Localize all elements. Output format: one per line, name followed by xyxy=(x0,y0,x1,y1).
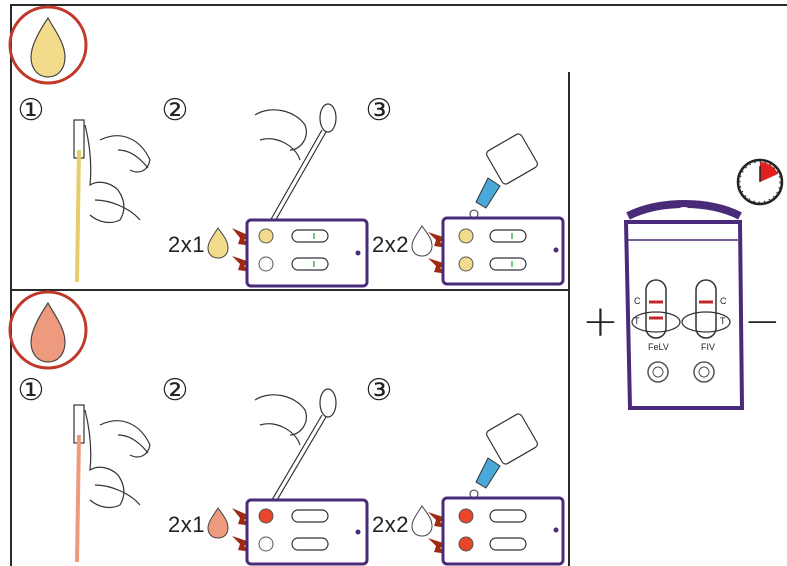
drop-icon xyxy=(207,507,229,539)
buffer-dose-label: 2x2 xyxy=(372,232,409,257)
dropper-bottle-icon xyxy=(469,413,538,499)
positive-sign: + xyxy=(582,296,619,347)
drop-icon xyxy=(411,505,433,537)
pipette-icon xyxy=(254,388,337,513)
right-test-label: T xyxy=(720,316,726,326)
step-1-label: ① xyxy=(17,94,45,127)
arrow-icon xyxy=(428,232,448,248)
arrow-icon xyxy=(232,228,252,246)
sample-dose-label: 2x1 xyxy=(168,232,205,257)
test-cassette-icon xyxy=(441,216,565,286)
panel-red-artwork xyxy=(8,290,565,566)
felv-label: FeLV xyxy=(648,342,669,352)
sample-circle xyxy=(8,290,88,370)
arrow-icon xyxy=(232,508,252,526)
arrow-icon xyxy=(232,256,252,272)
step-1-label: ① xyxy=(17,374,45,407)
sample-circle xyxy=(8,5,88,85)
step-2-label: ② xyxy=(161,374,189,407)
left-test-label: T xyxy=(634,316,640,326)
step-3-label: ③ xyxy=(365,94,393,127)
left-control-label: C xyxy=(634,296,641,306)
arrow-icon xyxy=(428,512,448,528)
sample-dose-label: 2x1 xyxy=(168,512,205,537)
top-border xyxy=(10,4,787,6)
arrow-icon xyxy=(428,258,448,274)
drop-icon xyxy=(30,16,66,78)
right-control-label: C xyxy=(720,296,727,306)
swab-icon xyxy=(75,149,81,283)
drop-icon xyxy=(411,225,433,257)
panel-yellow-artwork xyxy=(8,5,565,288)
drop-icon xyxy=(30,301,66,363)
panel-divider xyxy=(10,289,570,291)
negative-sign: − xyxy=(744,296,781,347)
arrow-icon xyxy=(428,538,448,554)
test-cassette-icon xyxy=(441,496,565,566)
test-cassette-icon xyxy=(623,200,745,410)
left-border xyxy=(10,4,12,566)
buffer-dose-label: 2x2 xyxy=(372,512,409,537)
hand-icon xyxy=(84,124,151,224)
hand-icon xyxy=(84,409,151,509)
test-cassette-icon xyxy=(245,218,369,288)
result-artwork xyxy=(623,158,784,410)
result-divider xyxy=(568,72,570,566)
swab-icon xyxy=(75,434,81,563)
arrow-icon xyxy=(232,536,252,552)
fiv-label: FIV xyxy=(701,342,716,352)
step-3-label: ③ xyxy=(365,374,393,407)
step-2-label: ② xyxy=(161,94,189,127)
dropper-bottle-icon xyxy=(469,133,538,219)
pipette-icon xyxy=(254,103,337,231)
drop-icon xyxy=(207,227,229,259)
test-cassette-icon xyxy=(245,498,369,566)
timer-icon xyxy=(736,158,784,206)
